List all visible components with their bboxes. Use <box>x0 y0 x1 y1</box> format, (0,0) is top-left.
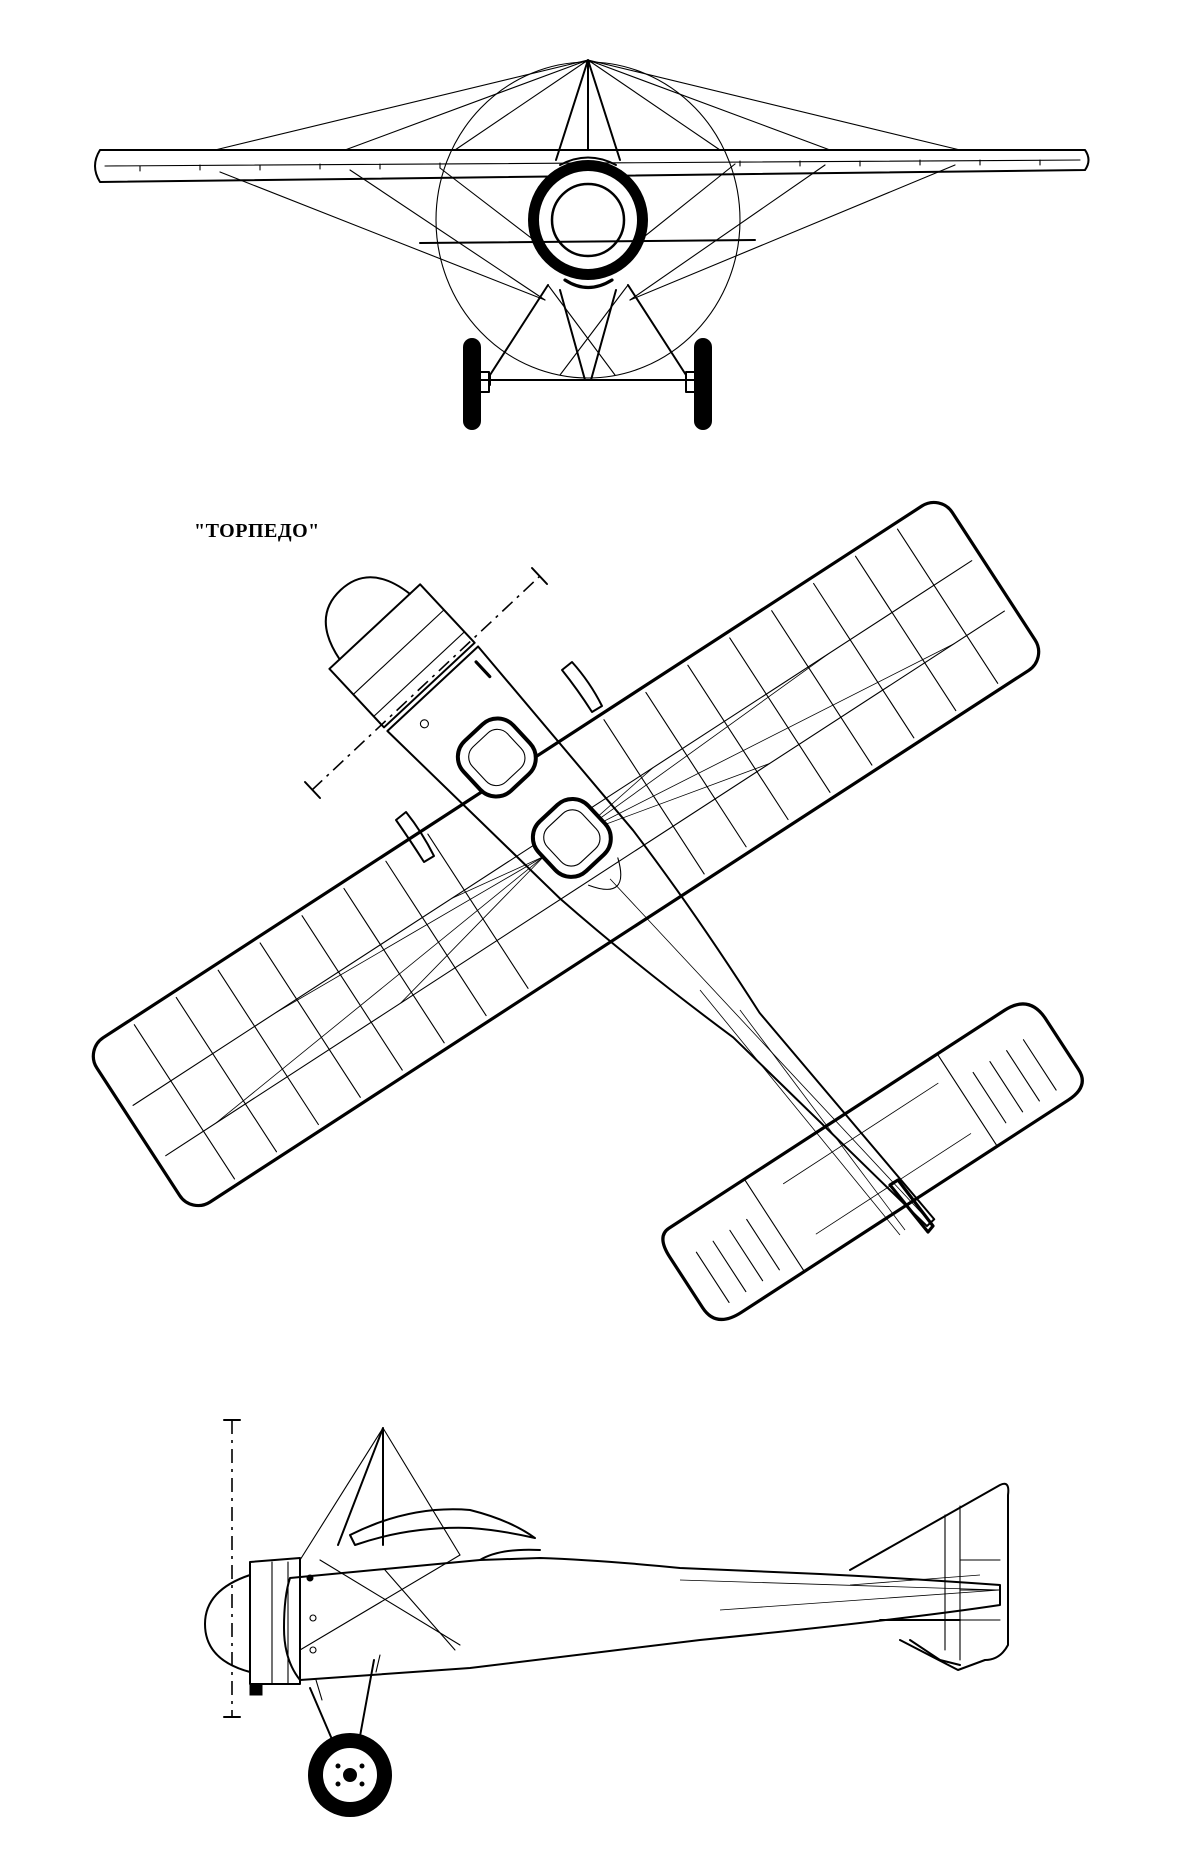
top-strut-lower <box>395 811 435 863</box>
aircraft-caption: "ТОРПЕДО" <box>194 520 320 542</box>
front-wheel-left <box>463 338 490 430</box>
front-wing <box>94 149 1090 183</box>
top-rudder <box>888 1178 935 1234</box>
side-view <box>204 1419 1010 1817</box>
side-fin <box>849 1482 1010 1671</box>
front-view <box>94 59 1090 430</box>
side-propeller-dimension <box>223 1419 241 1718</box>
side-fuselage <box>283 1557 1001 1681</box>
propeller-dimension <box>311 575 541 791</box>
top-strut-upper <box>561 661 603 713</box>
top-fuselage <box>324 576 936 1228</box>
top-view <box>91 500 1084 1321</box>
top-tailplane <box>661 1002 1084 1321</box>
side-wing-section <box>349 1508 536 1546</box>
front-wheel-right <box>685 338 712 430</box>
